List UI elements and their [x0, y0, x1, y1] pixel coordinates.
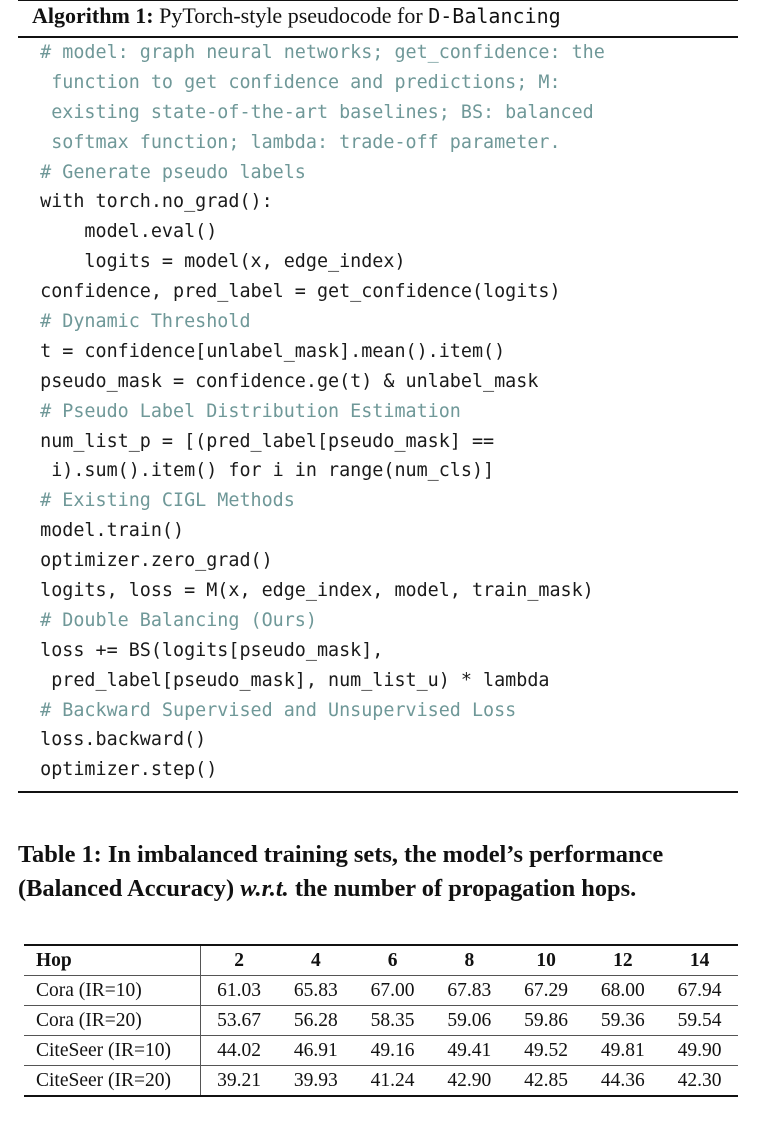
table-cell: 67.94 [661, 975, 738, 1006]
code-comment-line: # Dynamic Threshold [18, 311, 251, 333]
code-line: i).sum().item() for i in range(num_cls)] [18, 460, 495, 482]
caption-line-2: (Balanced Accuracy) w.r.t. the number of… [18, 872, 748, 906]
header-cell: 4 [277, 945, 355, 976]
table-cell: 44.02 [200, 1035, 278, 1066]
code-line: pred_label[pseudo_mask], num_list_u) * l… [18, 669, 550, 691]
code-comment-line: # Existing CIGL Methods [18, 490, 295, 512]
header-cell: 6 [354, 945, 431, 976]
code-comment-line: function to get confidence and predictio… [18, 71, 561, 93]
code-line: model.train() [18, 520, 185, 542]
table-cell: 59.86 [507, 1005, 585, 1036]
algorithm-top-rule [18, 0, 738, 1]
table-cell: 68.00 [584, 975, 662, 1006]
code-block: # model: graph neural networks; get_conf… [18, 38, 738, 785]
caption-italic: w.r.t. [240, 875, 289, 902]
table-header-row: Hop 2 4 6 8 10 12 14 [24, 945, 738, 976]
table-cell: 46.91 [277, 1035, 355, 1066]
table-cell: 49.41 [430, 1035, 508, 1066]
table-cell: 65.83 [277, 975, 355, 1006]
code-comment-line: # Generate pseudo labels [18, 161, 306, 183]
algorithm-title-name: D-Balancing [428, 4, 561, 28]
code-comment-line: softmax function; lambda: trade-off para… [18, 131, 561, 153]
algorithm-title: PyTorch-style pseudocode for [159, 3, 429, 28]
table-cell: 59.36 [584, 1005, 662, 1036]
code-line: t = confidence[unlabel_mask].mean().item… [18, 340, 506, 362]
caption-line-1: Table 1: In imbalanced training sets, th… [18, 841, 664, 868]
table-cell: 58.35 [354, 1005, 431, 1036]
table-cell: 42.90 [447, 1069, 492, 1091]
table-row: Cora (IR=10) 61.03 65.83 67.00 67.83 67.… [24, 975, 738, 1006]
row-label: CiteSeer (IR=10) [24, 1035, 201, 1066]
table-cell: 56.28 [277, 1005, 355, 1036]
table-cell: 44.36 [600, 1069, 645, 1091]
table-cell: 53.67 [200, 1005, 278, 1036]
code-line: logits, loss = M(x, edge_index, model, t… [18, 580, 594, 602]
code-line: num_list_p = [(pred_label[pseudo_mask] =… [18, 430, 495, 452]
results-table: Hop 2 4 6 8 10 12 14 Cora (IR=10) 61.03 … [24, 944, 738, 1097]
table-cell: 41.24 [370, 1069, 415, 1091]
algorithm-header-rule [18, 36, 738, 38]
code-line: confidence, pred_label = get_confidence(… [18, 281, 561, 303]
code-comment-line: # Backward Supervised and Unsupervised L… [18, 699, 517, 721]
code-comment-line: # Double Balancing (Ours) [18, 609, 317, 631]
table-row: CiteSeer (IR=10) 44.02 46.91 49.16 49.41… [24, 1035, 738, 1066]
table-caption: Table 1: In imbalanced training sets, th… [18, 838, 748, 906]
table-cell: 49.16 [354, 1035, 431, 1066]
table-cell: 67.29 [507, 975, 585, 1006]
code-line: optimizer.step() [18, 759, 218, 781]
code-line: model.eval() [18, 221, 218, 243]
header-cell: 8 [430, 945, 508, 976]
table-cell: 49.52 [507, 1035, 585, 1066]
table-cell: 49.81 [584, 1035, 662, 1066]
algorithm-bottom-rule [18, 791, 738, 794]
code-line: logits = model(x, edge_index) [18, 251, 406, 273]
table-cell: 39.93 [293, 1069, 338, 1091]
table-row: Cora (IR=20) 53.67 56.28 58.35 59.06 59.… [24, 1005, 738, 1036]
code-line: with torch.no_grad(): [18, 191, 273, 213]
caption-line-2-suffix: the number of propagation hops. [288, 875, 637, 902]
code-line: loss.backward() [18, 729, 207, 751]
table-cell: 67.00 [354, 975, 431, 1006]
table-cell: 59.54 [661, 1005, 738, 1036]
table-cell: 67.83 [430, 975, 508, 1006]
code-comment-line: # Pseudo Label Distribution Estimation [18, 400, 461, 422]
header-cell: 10 [507, 945, 585, 976]
code-comment-line: # model: graph neural networks; get_conf… [18, 42, 605, 63]
table-cell: 42.85 [524, 1069, 569, 1091]
code-comment-line: existing state-of-the-art baselines; BS:… [18, 101, 594, 123]
table-cell: 59.06 [430, 1005, 508, 1036]
header-cell: 2 [200, 945, 278, 976]
code-line: optimizer.zero_grad() [18, 550, 273, 572]
algorithm-header: Algorithm 1: PyTorch-style pseudocode fo… [18, 0, 738, 32]
code-line: loss += BS(logits[pseudo_mask], [18, 639, 384, 661]
row-label: CiteSeer (IR=20) [24, 1065, 201, 1096]
row-label: Cora (IR=20) [24, 1005, 201, 1036]
code-line: pseudo_mask = confidence.ge(t) & unlabel… [18, 370, 539, 392]
header-cell: 12 [584, 945, 662, 976]
table-row: CiteSeer (IR=20) 39.21 39.93 41.24 42.90… [24, 1065, 738, 1096]
caption-line-2-prefix: (Balanced Accuracy) [18, 875, 241, 902]
header-cell: Hop [24, 945, 201, 976]
table-cell: 61.03 [200, 975, 278, 1006]
table-cell: 49.90 [661, 1035, 738, 1066]
row-label: Cora (IR=10) [24, 975, 201, 1006]
algorithm-label: Algorithm 1: [32, 3, 154, 28]
header-cell: 14 [661, 945, 738, 976]
algorithm-box: Algorithm 1: PyTorch-style pseudocode fo… [18, 0, 738, 794]
table-cell: 39.21 [217, 1069, 262, 1091]
table-cell: 42.30 [677, 1069, 722, 1091]
